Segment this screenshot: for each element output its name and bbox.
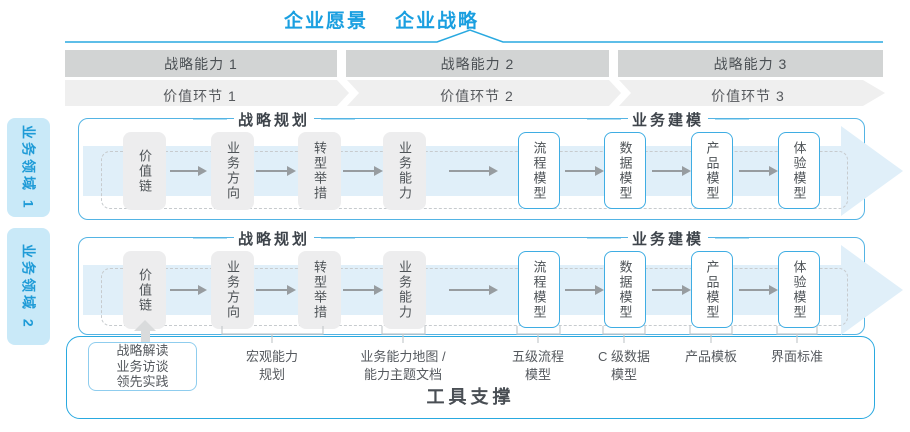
arrow-right-icon (449, 285, 498, 295)
deliverable-macro-capability: 宏观能力 规划 (246, 348, 298, 383)
arrow-right-icon (739, 166, 778, 176)
deliverable-line: 模型 (524, 366, 552, 382)
header-line (321, 238, 356, 239)
value-link-label-2: 价值环节 2 (440, 88, 514, 104)
header-line (715, 238, 750, 239)
section-header-label: 战略规划 (233, 228, 315, 249)
deliverable-line: 界面标准 (770, 349, 824, 364)
domain-row-2: 战略规划 业务建模 价值链 业务方向 转型举措 业务能力 流程模型 数据模型 产… (78, 228, 903, 335)
enterprise-vision-title: 企业愿景 (283, 11, 369, 32)
arrow-right-icon (170, 285, 207, 295)
deliverable-line: 产品模板 (684, 349, 738, 364)
deliverable-product-template: 产品模板 (685, 348, 737, 366)
chevron-separator-icon (609, 80, 631, 106)
arrow-right-icon (565, 285, 604, 295)
arrow-right-icon (343, 285, 383, 295)
arrow-up-icon (141, 330, 150, 343)
practice-line: 战略解读 (116, 343, 169, 359)
section-header-label: 战略规划 (233, 109, 315, 130)
box-business-direction: 业务方向 (211, 251, 254, 329)
box-value-chain: 价值链 (123, 132, 166, 210)
arrow-right-icon (170, 166, 207, 176)
header-line (321, 119, 356, 120)
strategic-capability-bar-1: 战略能力 1 (65, 50, 337, 77)
box-product-model: 产品模型 (691, 251, 733, 328)
header-line (586, 238, 621, 239)
deliverable-line: 规划 (258, 366, 286, 382)
header-line (192, 119, 227, 120)
strategic-capability-bar-3: 战略能力 3 (618, 50, 883, 77)
header-line (192, 238, 227, 239)
dashed-track (101, 151, 848, 209)
arrow-right-icon (449, 166, 498, 176)
section-header-modeling: 业务建模 (586, 228, 750, 249)
header-line (715, 119, 750, 120)
practice-line: 业务访谈 (116, 358, 169, 374)
domain-row-1: 战略规划 业务建模 价值链 业务方向 转型举措 业务能力 流程模型 数据模型 产… (78, 109, 903, 220)
dashed-track (101, 268, 848, 326)
deliverable-line: 能力主题文档 (363, 366, 443, 382)
deliverable-line: C 级数据 (597, 349, 651, 364)
box-transformation-moves: 转型举措 (298, 251, 341, 329)
box-product-model: 产品模型 (691, 132, 733, 209)
box-data-model: 数据模型 (604, 132, 646, 209)
chevron-separator-icon (337, 80, 359, 106)
strategic-capability-bar-2: 战略能力 2 (346, 50, 609, 77)
deliverable-l5-process-model: 五级流程 模型 (512, 348, 564, 383)
value-link-label-1: 价值环节 1 (163, 88, 237, 104)
arrow-right-icon (343, 166, 383, 176)
box-business-capability: 业务能力 (383, 251, 426, 329)
section-header-planning: 战略规划 (192, 228, 356, 249)
deliverable-c-level-data-model: C 级数据 模型 (598, 348, 650, 383)
box-business-direction: 业务方向 (211, 132, 254, 210)
box-process-model: 流程模型 (518, 132, 560, 209)
strategy-inputs-box: 战略解读 业务访谈 领先实践 (88, 342, 197, 391)
box-experience-model: 体验模型 (778, 251, 820, 328)
tool-support-label: 工具支撑 (426, 387, 515, 407)
box-experience-model: 体验模型 (778, 132, 820, 209)
value-link-band (65, 80, 885, 106)
box-business-capability: 业务能力 (383, 132, 426, 210)
box-process-model: 流程模型 (518, 251, 560, 328)
business-domain-tag-2: 业务领域 2 (7, 228, 50, 345)
box-value-chain: 价值链 (123, 251, 166, 329)
box-transformation-moves: 转型举措 (298, 132, 341, 210)
value-link-label-3: 价值环节 3 (711, 88, 785, 104)
deliverable-line: 业务能力地图 / (360, 349, 446, 364)
deliverable-line: 宏观能力 (245, 349, 299, 364)
header-line (586, 119, 621, 120)
deliverable-ui-standard: 界面标准 (771, 348, 823, 366)
box-data-model: 数据模型 (604, 251, 646, 328)
enterprise-strategy-title: 企业战略 (394, 11, 480, 32)
business-domain-tag-1: 业务领域 1 (7, 118, 50, 217)
arrow-right-icon (652, 285, 691, 295)
arrow-right-icon (256, 285, 296, 295)
section-header-label: 业务建模 (627, 228, 709, 249)
deliverable-capability-map: 业务能力地图 / 能力主题文档 (360, 348, 445, 383)
practice-line: 领先实践 (116, 374, 169, 390)
arrow-right-icon (565, 166, 604, 176)
tool-support-container: 工具支撑 (66, 336, 875, 419)
arrow-right-icon (739, 285, 778, 295)
section-header-modeling: 业务建模 (586, 109, 750, 130)
section-header-planning: 战略规划 (192, 109, 356, 130)
arrow-right-icon (652, 166, 691, 176)
deliverable-line: 五级流程 (511, 349, 565, 364)
section-header-label: 业务建模 (627, 109, 709, 130)
deliverable-line: 模型 (610, 366, 638, 382)
arrow-right-icon (256, 166, 296, 176)
arrow-up-icon (134, 320, 156, 331)
